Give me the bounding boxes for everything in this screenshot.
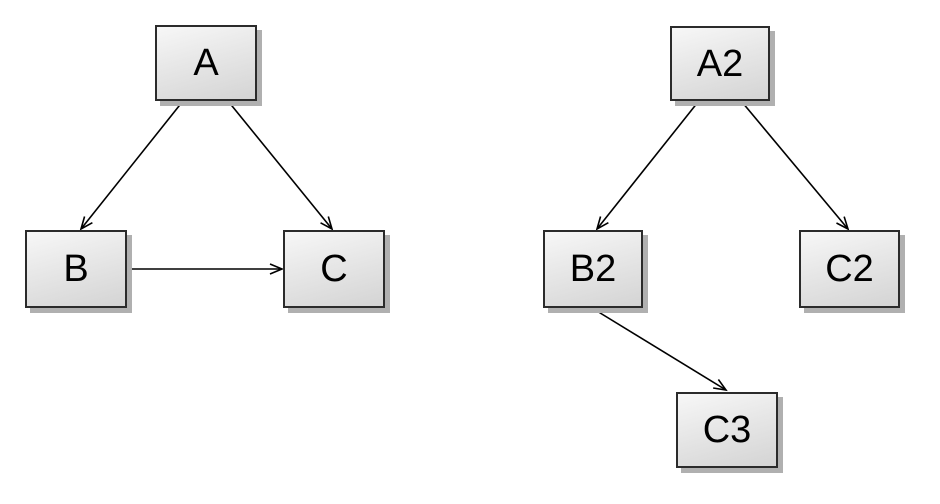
node-C2: C2 xyxy=(799,230,900,308)
node-A-label: A xyxy=(193,42,219,84)
node-A: A xyxy=(155,25,257,101)
node-A2-label: A2 xyxy=(696,42,744,85)
node-C3: C3 xyxy=(676,392,778,468)
edge-A-to-C xyxy=(227,100,334,231)
node-A2: A2 xyxy=(670,26,770,101)
edge-A2-to-C2 xyxy=(741,101,850,231)
node-B2-label: B2 xyxy=(569,248,617,290)
node-C: C xyxy=(283,230,385,308)
node-B: B xyxy=(25,230,127,308)
node-C2-label: C2 xyxy=(825,248,874,290)
edge-B2-to-C3 xyxy=(591,307,728,392)
node-C3-label: C3 xyxy=(702,409,752,451)
node-B-label: B xyxy=(63,248,89,290)
node-B2: B2 xyxy=(543,230,643,308)
node-C-label: C xyxy=(320,248,348,290)
edge-A2-to-B2 xyxy=(595,101,699,231)
edge-A-to-B xyxy=(79,100,184,231)
